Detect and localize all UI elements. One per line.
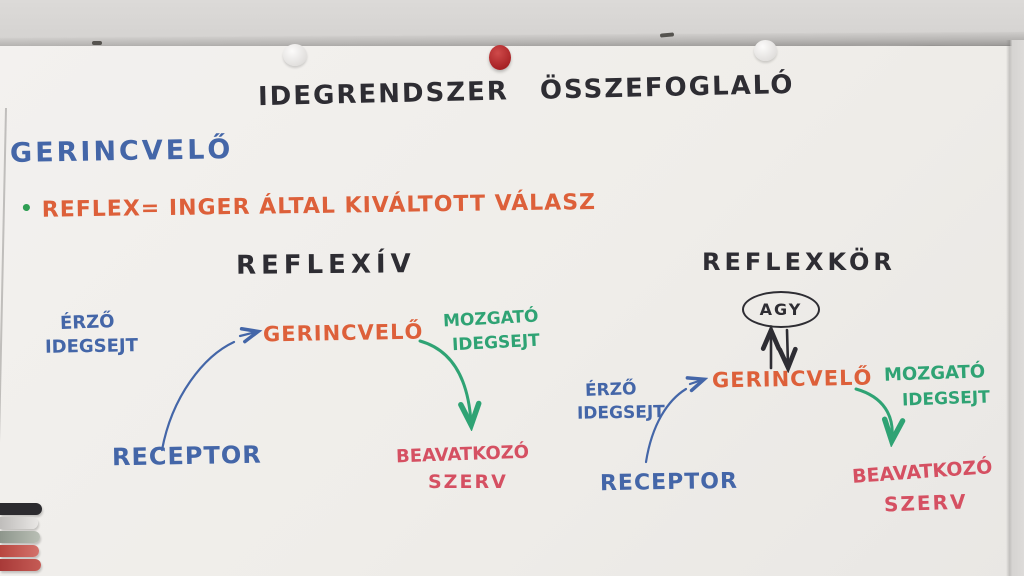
right-effector-label-line2: SZERV (883, 489, 968, 517)
left-sensory-label-line2: IDEGSEJT (44, 335, 139, 358)
left-sensory-label-line1: ÉRZŐ (59, 311, 115, 334)
marker-tray (0, 500, 44, 576)
right-motor-label-line1: MOZGATÓ (883, 361, 986, 386)
red-marker (0, 559, 41, 571)
black-marker (0, 503, 42, 515)
white-magnet (283, 44, 307, 66)
rail-mark (92, 41, 102, 45)
left-receptor-label: RECEPTOR (111, 440, 262, 472)
right-motor-label-line2: IDEGSEJT (901, 387, 991, 411)
bullet-dot: • (19, 195, 33, 221)
brain-label: AGY (759, 300, 803, 319)
left-spinal-cord-label: GERINCVELŐ (262, 319, 424, 347)
right-sensory-label-line1: ÉRZŐ (584, 379, 637, 401)
red-magnet (489, 45, 511, 70)
left-diagram-heading: REFLEXÍV (235, 249, 416, 281)
brain-ellipse: AGY (742, 291, 820, 328)
right-sensory-label-line2: IDEGSEJT (576, 402, 665, 424)
right-receptor-label: RECEPTOR (599, 468, 739, 497)
green-marker (0, 531, 40, 543)
whiteboard-right-edge (1006, 40, 1024, 576)
right-diagram-heading: REFLEXKÖR (702, 248, 896, 276)
gray-marker (0, 517, 38, 529)
right-spinal-cord-label: GERINCVELŐ (711, 365, 873, 393)
red-marker (0, 545, 39, 557)
white-magnet (754, 40, 777, 61)
whiteboard-surface (0, 46, 1024, 576)
left-effector-label-line2: SZERV (428, 471, 508, 493)
topic-heading: GERINCVELŐ (9, 134, 234, 169)
